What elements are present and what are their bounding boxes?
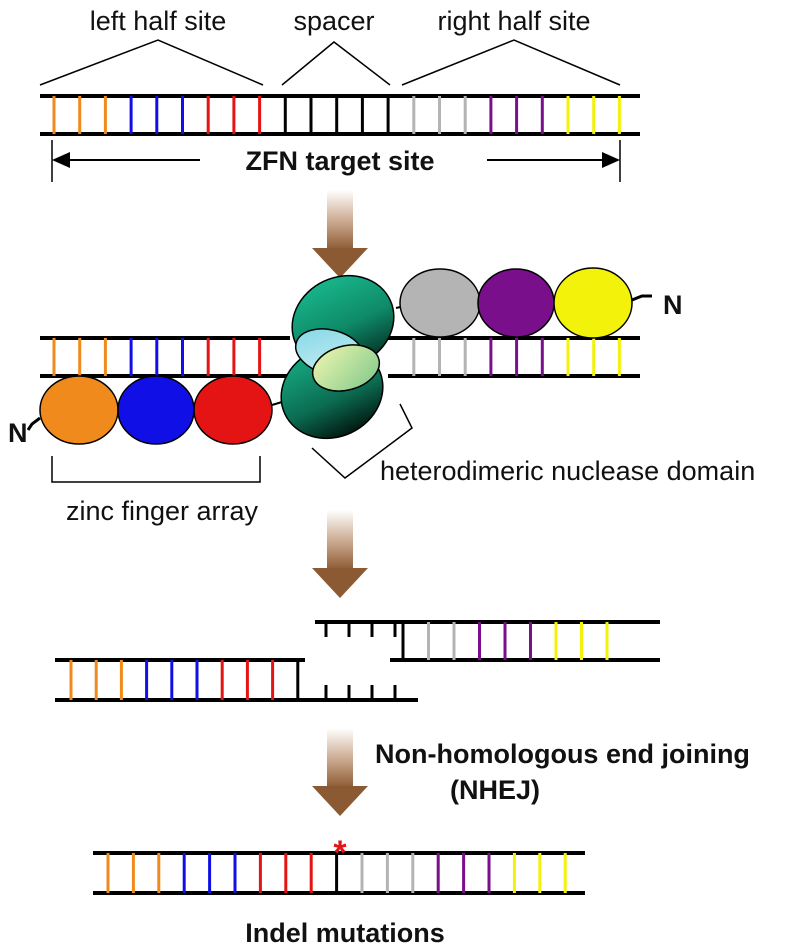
zinc-finger-orange [39,375,119,445]
repaired-panel: * Indel mutations [93,834,585,948]
zinc-finger-yellow [553,267,633,339]
target-site-span-arrow [51,140,621,182]
half-site-brackets [39,39,621,86]
cut-dna-left-fragment [55,658,418,702]
bound-dna-left [40,336,290,378]
right-half-site-label: right half site [437,6,590,36]
process-arrow-1 [312,190,368,278]
nuclease-domain-label: heterodimeric nuclease domain [380,456,755,486]
n-terminus-left: N [8,418,28,448]
zinc-finger-array-label: zinc finger array [66,496,259,526]
zfn-bound-panel: N N heterodimeric nuclease domain zinc f… [8,267,755,526]
target-dna-base-pairs [52,96,621,134]
dsb-panel [55,620,660,702]
mutation-asterisk: * [333,834,347,872]
zinc-finger-red [193,375,273,445]
cut-dna-base-pairs [69,622,609,700]
zinc-finger-gray [399,268,481,338]
nuclease-dimer [280,274,395,440]
bound-dna-right [388,336,640,378]
target-site-panel: left half site spacer right half site ZF… [39,6,640,182]
nhej-label-line1: Non-homologous end joining [375,739,750,769]
n-terminus-right: N [663,290,683,320]
cleavage-site-right [311,344,381,392]
repaired-dna-base-pairs [106,853,567,893]
indel-mutations-label: Indel mutations [245,918,445,948]
right-zinc-finger-array: N [395,267,683,339]
zinc-finger-blue [117,375,195,445]
zinc-finger-purple [477,268,555,338]
bound-dna-base-pairs [52,338,621,376]
left-half-site-label: left half site [90,6,227,36]
spacer-label: spacer [293,6,374,36]
left-zinc-finger-array: N [8,375,283,448]
repaired-dna [93,851,585,895]
process-arrow-3 [312,728,368,816]
zinc-finger-bracket [51,456,261,483]
process-arrow-2 [312,510,368,598]
nhej-label-line2: (NHEJ) [450,775,540,805]
target-site-label: ZFN target site [245,146,434,176]
target-dna [40,94,640,136]
nuclease-bracket [311,403,413,479]
